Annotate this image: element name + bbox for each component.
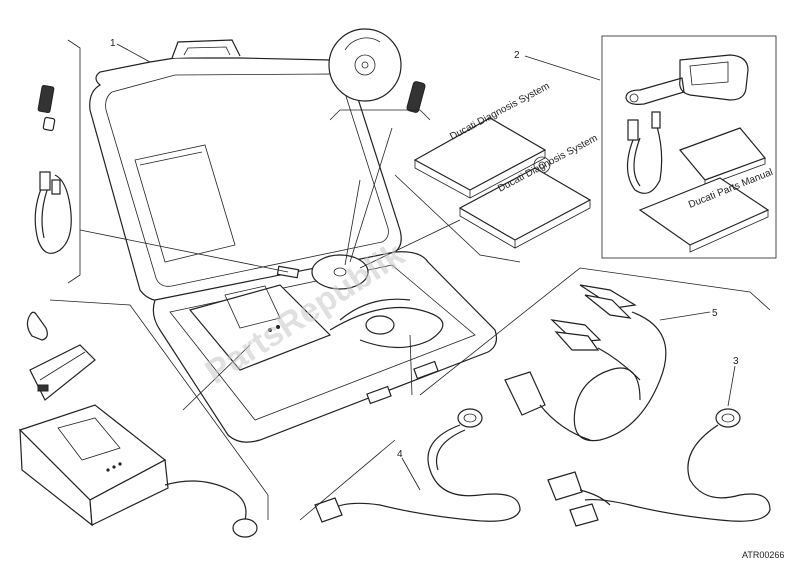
- drawing-code: ATR00266: [742, 550, 784, 560]
- bottom-left-divider: [49, 299, 269, 520]
- callout-3: 3: [733, 356, 739, 367]
- top-group-divider: [329, 109, 431, 121]
- item-2-kit-box: Ducati Parts Manual: [601, 35, 777, 259]
- right-group-divider: [419, 267, 771, 396]
- dds-diagnostic-unit: [18, 404, 258, 538]
- carabiner: [26, 311, 48, 341]
- item-3-adapter-cable: [547, 408, 771, 527]
- callout-5: 5: [712, 308, 718, 319]
- software-cd: [328, 28, 402, 102]
- item-4-diagnostic-cable: [314, 408, 521, 523]
- shoulder-strap: [29, 344, 96, 401]
- callout-2: 2: [514, 50, 520, 61]
- carrying-case: [89, 39, 498, 443]
- usb-stick-top: [406, 81, 426, 113]
- leader-lines: [79, 43, 736, 491]
- callout-1: 1: [110, 38, 116, 49]
- bottom-center-divider: [299, 439, 396, 521]
- callout-4: 4: [397, 449, 403, 460]
- usb-stick-left: [37, 84, 56, 132]
- booklet-divider: [394, 174, 521, 263]
- usb-cable-left: [34, 171, 72, 254]
- left-group-divider: [67, 39, 81, 284]
- item-5-battery-clamp-cable: [504, 284, 667, 442]
